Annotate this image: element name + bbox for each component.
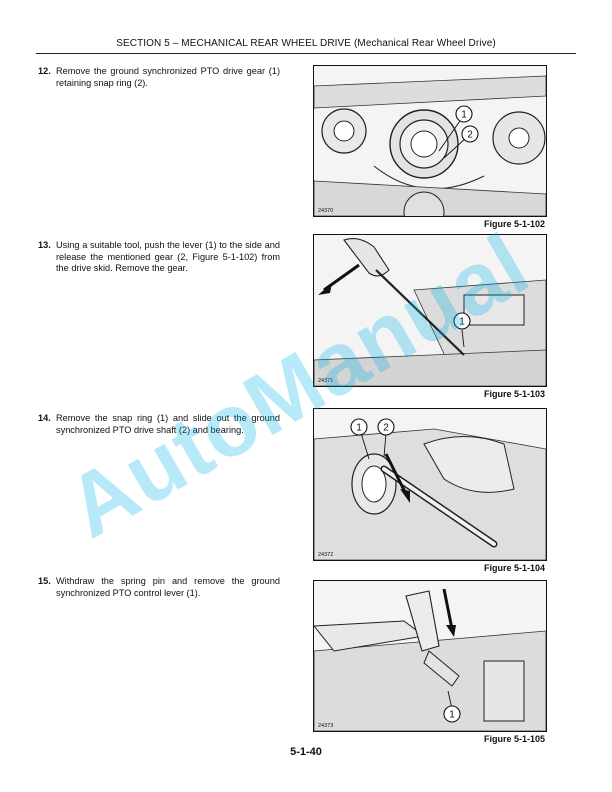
- callout-2-label: 2: [383, 423, 389, 434]
- step-12: 12. Remove the ground synchronized PTO d…: [38, 66, 280, 89]
- callout-1-label: 1: [449, 710, 455, 721]
- figure-5-1-105-image: 1 24373: [313, 580, 547, 732]
- section-header: SECTION 5 – MECHANICAL REAR WHEEL DRIVE …: [116, 38, 496, 49]
- page-number: 5-1-40: [290, 746, 322, 758]
- figure-5-1-102-image: 1 2 24370: [313, 65, 547, 217]
- lever-tool-illustration: 1: [314, 235, 546, 386]
- step-text: Withdraw the spring pin and remove the g…: [56, 576, 280, 598]
- figure-id: 24370: [318, 208, 334, 214]
- header-divider: [36, 53, 576, 54]
- figure-5-1-103-image: 1 24371: [313, 234, 547, 387]
- callout-1: [443, 705, 461, 723]
- step-number: 14.: [38, 413, 51, 423]
- callout-1: [453, 312, 471, 330]
- callout-2: [377, 418, 395, 436]
- figure-caption: Figure 5-1-104: [483, 563, 545, 573]
- figure-id: 24372: [318, 552, 334, 558]
- callout-1: [350, 418, 368, 436]
- step-13: 13. Using a suitable tool, push the leve…: [38, 240, 280, 275]
- step-text: Using a suitable tool, push the lever (1…: [56, 240, 280, 274]
- figure-caption: Figure 5-1-103: [483, 389, 545, 399]
- step-15: 15. Withdraw the spring pin and remove t…: [38, 576, 280, 599]
- step-number: 12.: [38, 66, 51, 76]
- callout-2-label: 2: [467, 130, 473, 141]
- step-text: Remove the ground synchronized PTO drive…: [56, 66, 280, 88]
- figure-id: 24371: [318, 378, 334, 384]
- step-14: 14. Remove the snap ring (1) and slide o…: [38, 413, 280, 436]
- figure-caption: Figure 5-1-102: [483, 219, 545, 229]
- callout-2: [461, 125, 479, 143]
- figure-5-1-104-image: 1 2 24372: [313, 408, 547, 561]
- callout-1-label: 1: [356, 423, 362, 434]
- control-lever-illustration: 1: [314, 581, 546, 731]
- step-text: Remove the snap ring (1) and slide out t…: [56, 413, 280, 435]
- callout-1-label: 1: [459, 317, 465, 328]
- figure-caption: Figure 5-1-105: [483, 734, 545, 744]
- drive-shaft-illustration: 1 2: [314, 409, 546, 560]
- callout-1: [455, 105, 473, 123]
- callout-1-label: 1: [461, 110, 467, 121]
- step-number: 15.: [38, 576, 51, 586]
- step-number: 13.: [38, 240, 51, 250]
- figure-id: 24373: [318, 723, 334, 729]
- gear-assembly-illustration: 1 2: [314, 66, 546, 216]
